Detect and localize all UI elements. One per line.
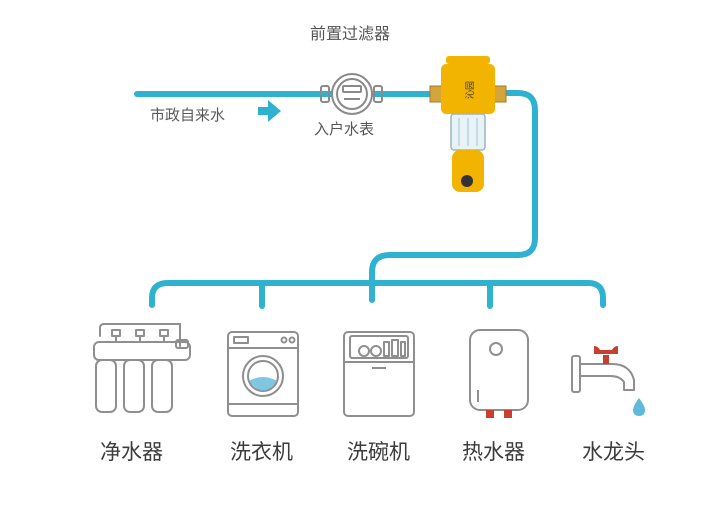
appliance-label-purifier: 净水器 (100, 440, 163, 464)
distribution-header-pipe (149, 280, 606, 308)
water-meter-icon (320, 73, 383, 115)
appliance-label-dishwasher: 洗碗机 (347, 440, 410, 464)
pipe-network (134, 90, 606, 309)
meter-label: 入户水表 (314, 120, 375, 138)
flow-arrow-icon (258, 100, 281, 122)
filter-outlet-pipe (369, 90, 538, 303)
appliance-label-washer: 洗衣机 (230, 440, 293, 464)
front-filter-icon: 沁园 (429, 56, 507, 192)
water-heater-icon (469, 329, 529, 418)
filter-title: 前置过滤器 (310, 24, 391, 43)
filter-brand-text: 沁园 (465, 81, 476, 99)
source-label: 市政自来水 (150, 106, 226, 124)
faucet-icon (571, 346, 645, 416)
appliance-label-faucet: 水龙头 (582, 440, 645, 464)
appliance-label-heater: 热水器 (462, 440, 525, 464)
water-purifier-icon (93, 323, 191, 413)
dishwasher-icon (343, 331, 415, 417)
washing-machine-icon (227, 331, 299, 417)
